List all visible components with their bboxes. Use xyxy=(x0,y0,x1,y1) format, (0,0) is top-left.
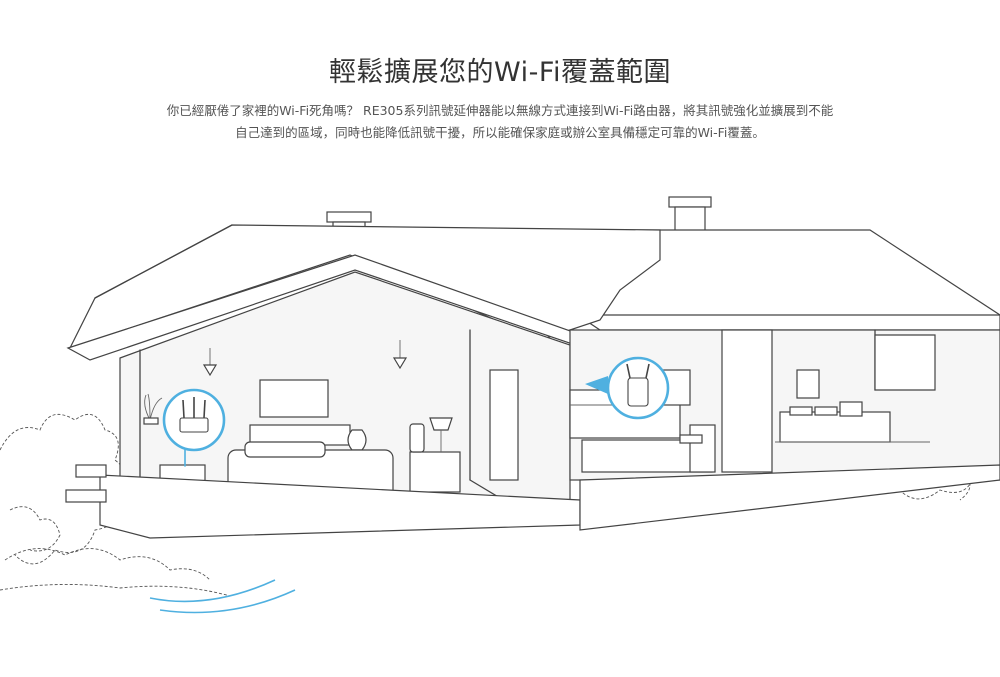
router-icon xyxy=(179,397,209,433)
description-line-1: 你已經厭倦了家裡的Wi-Fi死角嗎？ RE305系列訊號延伸器能以無線方式連接到… xyxy=(166,103,834,118)
floor-slab xyxy=(65,464,1000,539)
page-title: 輕鬆擴展您的Wi-Fi覆蓋範圍 xyxy=(329,57,671,88)
left-bushes xyxy=(0,413,231,597)
house-cutaway-drawing xyxy=(0,196,1000,614)
description-line-2: 自己達到的區域，同時也能降低訊號干擾，所以能確保家庭或辦公室具備穩定可靠的Wi-… xyxy=(235,125,765,140)
router-callout xyxy=(162,388,226,467)
house-illustration xyxy=(0,180,1000,650)
page-description: 你已經厭倦了家裡的Wi-Fi死角嗎？ RE305系列訊號延伸器能以無線方式連接到… xyxy=(130,100,870,144)
extender-callout xyxy=(585,356,670,420)
range-extender-icon xyxy=(626,363,650,407)
signal-waves xyxy=(149,579,296,614)
